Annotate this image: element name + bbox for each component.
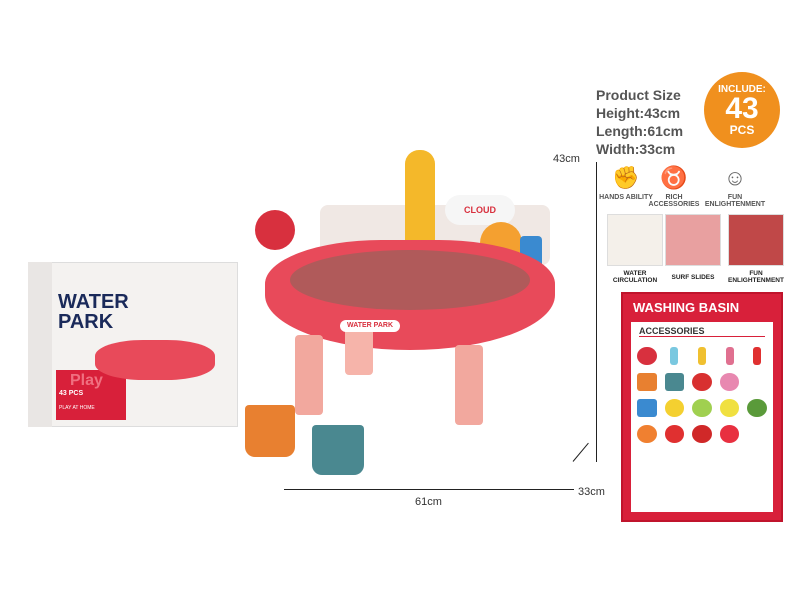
box-product-image [95, 340, 215, 380]
cloud-label: CLOUD [445, 195, 515, 225]
plate [637, 347, 657, 365]
washing-basin-panel: WASHING BASIN ACCESSORIES [621, 292, 783, 522]
cup [637, 373, 657, 391]
hand-icon: ✊ [612, 165, 640, 190]
height-label: 43cm [553, 153, 580, 165]
caption: SURF SLIDES [671, 274, 715, 281]
lettuce [692, 399, 712, 417]
lemon [719, 399, 740, 417]
utensil [670, 347, 679, 365]
giraffe-faucet [405, 150, 435, 250]
orange [637, 425, 657, 443]
thumb-surf-slides [665, 214, 721, 266]
height-line [596, 162, 597, 462]
broccoli [747, 399, 767, 417]
smile-face-icon: ☺ [723, 165, 747, 190]
accessory-grid [631, 341, 773, 449]
width-line [572, 442, 589, 462]
box-red-area: Play 43 PCS PLAY AT HOME [56, 370, 126, 420]
orange-bucket [245, 405, 295, 457]
feature-fun: ☺FUN ENLIGHTENMENT [704, 165, 766, 208]
cup [664, 373, 685, 391]
bottle [637, 399, 657, 417]
length-line [284, 489, 574, 490]
caption: FUN ENLIGHTENMENT [728, 270, 784, 284]
leg [455, 345, 483, 425]
tub-label: WATER PARK [340, 320, 400, 332]
box-side [28, 262, 52, 427]
thumb-water-circulation [607, 214, 663, 266]
length-label: 61cm [415, 496, 442, 508]
width-label: 33cm [578, 486, 605, 498]
feature-accessories: ♉RICH ACCESSORIES [642, 165, 706, 208]
pepper [664, 425, 685, 443]
red-plate [255, 210, 295, 250]
utensil [697, 347, 706, 365]
thumb-fun [728, 214, 784, 266]
teal-bucket [312, 425, 364, 475]
tomato [692, 373, 712, 391]
utensil [753, 347, 762, 365]
feature-hands: ✊HANDS ABILITY [594, 165, 658, 201]
apple [692, 425, 712, 443]
leg [295, 335, 323, 415]
cow-icon: ♉ [660, 165, 688, 190]
product-size-specs: Product Size Height:43cm Length:61cm Wid… [596, 87, 684, 157]
water [290, 250, 530, 310]
utensil [725, 347, 734, 365]
leg [345, 325, 373, 375]
caption: WATER CIRCULATION [612, 270, 658, 284]
strawberry [719, 425, 740, 443]
fish [719, 373, 740, 391]
banana [664, 399, 685, 417]
pieces-badge: INCLUDE: 43 PCS [704, 72, 780, 148]
